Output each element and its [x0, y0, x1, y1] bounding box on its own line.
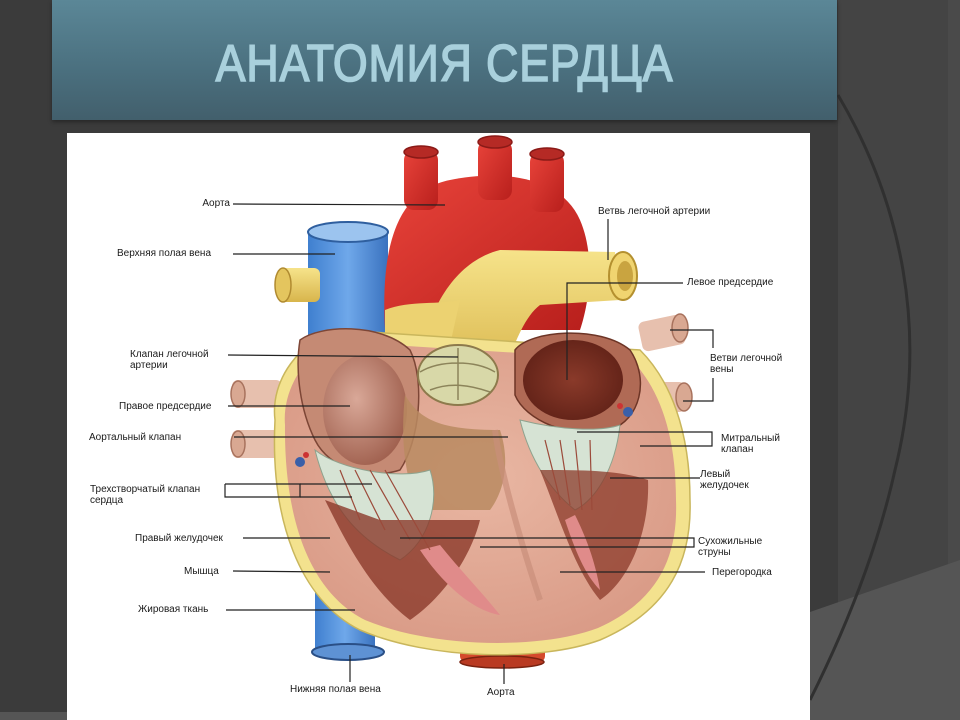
label-mitral-valve: Митральный клапан	[721, 433, 780, 455]
label-pulmonary-artery-branch: Ветвь легочной артерии	[598, 206, 711, 217]
label-pulmonary-valve: Клапан легочной артерии	[130, 349, 209, 371]
title-bar: АНАТОМИЯ СЕРДЦА АНАТОМИЯ СЕРДЦА	[52, 0, 837, 120]
slide-title: АНАТОМИЯ СЕРДЦА	[215, 34, 674, 94]
heart-anatomy-image: Аорта Верхняя полая вена Клапан легочной…	[67, 133, 810, 720]
label-aorta-bottom: Аорта	[487, 687, 515, 698]
label-muscle: Мышца	[184, 566, 219, 577]
label-left-atrium: Левое предсердие	[687, 277, 774, 288]
label-right-ventricle: Правый желудочек	[135, 533, 223, 544]
label-adipose-tissue: Жировая ткань	[138, 604, 209, 615]
label-inferior-vena-cava: Нижняя полая вена	[290, 684, 381, 695]
label-right-atrium: Правое предсердие	[119, 401, 212, 412]
label-superior-vena-cava: Верхняя полая вена	[117, 248, 212, 259]
label-septum: Перегородка	[712, 567, 772, 578]
right-pulmonary-artery-stub	[274, 267, 320, 303]
leader-lines	[224, 203, 714, 684]
label-tricuspid-valve: Трехстворчатый клапан сердца	[90, 484, 201, 506]
label-aorta-top: Аорта	[202, 198, 230, 209]
label-aortic-valve: Аортальный клапан	[89, 432, 182, 443]
slide-title-fill: АНАТОМИЯ СЕРДЦА	[215, 35, 674, 93]
label-pulmonary-vein-branches: Ветви легочной вены	[710, 353, 783, 375]
label-chordae-tendineae: Сухожильные струны	[698, 536, 763, 558]
label-left-ventricle: Левый желудочек	[700, 469, 749, 491]
